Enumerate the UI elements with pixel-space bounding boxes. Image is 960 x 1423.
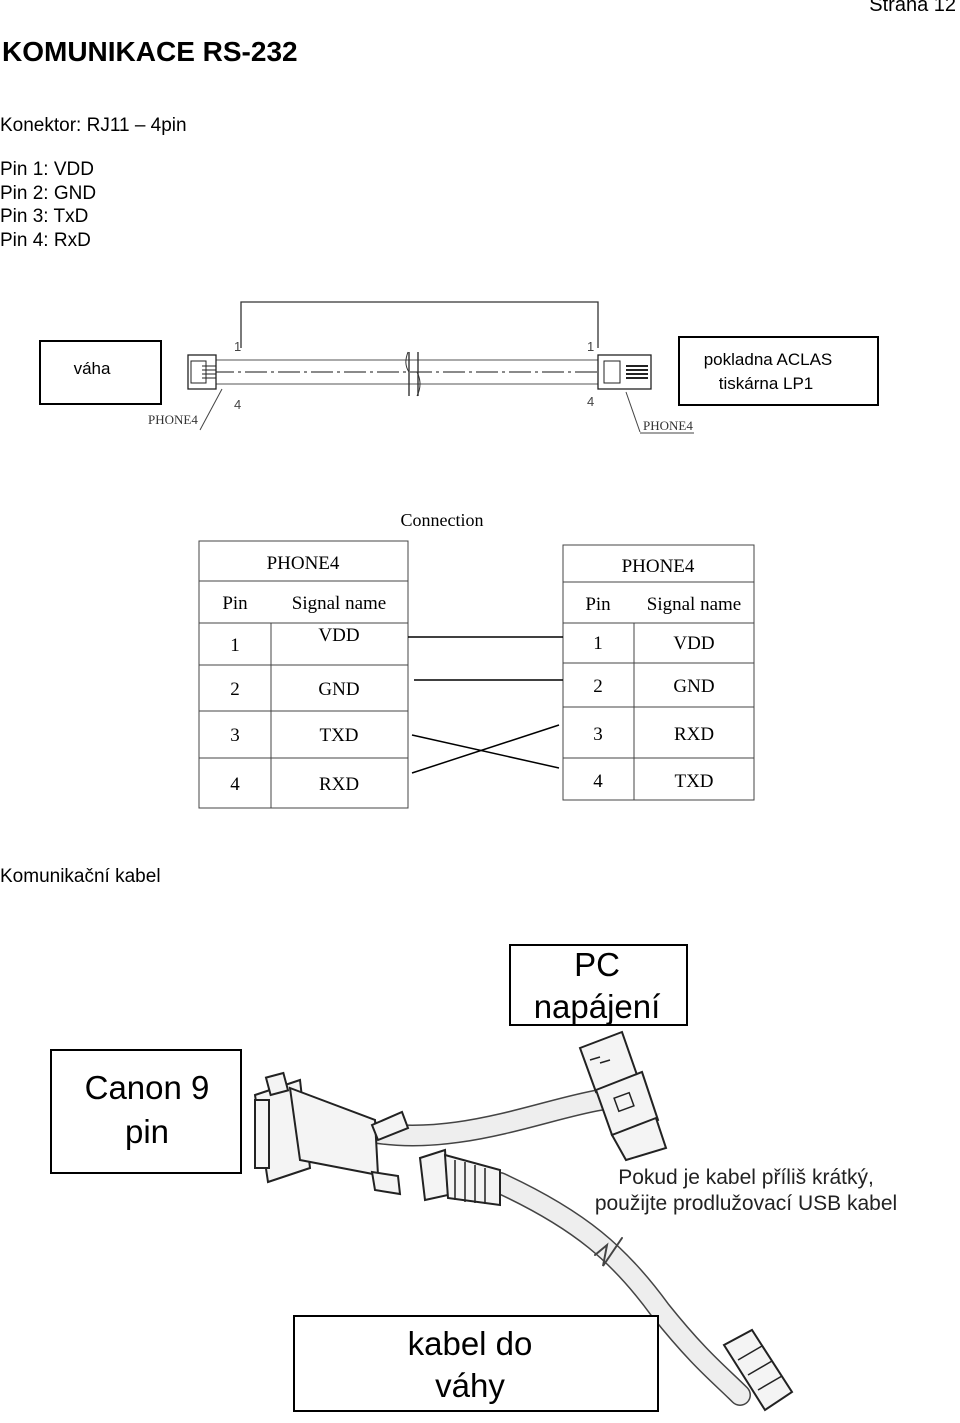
pin-item: Pin 3: TxD [0, 206, 89, 227]
usb-note-line2: použijte prodlužovací USB kabel [595, 1192, 897, 1215]
right-table-grid [562, 544, 755, 801]
right-header-signal: Signal name [647, 594, 741, 615]
left-cell-pin: 3 [230, 725, 240, 746]
page-number: Strana 12 [869, 0, 956, 16]
right-cell-pin: 4 [593, 771, 603, 792]
scale-device-box [39, 340, 162, 405]
rj11-wiring-diagram: váha pokladna ACLAS tiskárna LP1 1 4 1 4… [39, 301, 879, 434]
left-header-pin: Pin [222, 593, 248, 614]
left-header-signal: Signal name [292, 593, 386, 614]
left-pin1-marker: 1 [234, 339, 241, 354]
left-cell-signal: RXD [319, 774, 359, 795]
scale-cable-label-box [293, 1315, 659, 1412]
pc-label-line1: PC [574, 946, 620, 983]
canon-label-line1: Canon 9 [85, 1069, 210, 1106]
right-header-pin: Pin [585, 594, 611, 615]
connector-type: Konektor: RJ11 – 4pin [0, 115, 187, 136]
scale-device-label: váha [74, 359, 111, 378]
canon-label-line2: pin [125, 1113, 169, 1150]
pos-device-box [678, 336, 879, 406]
pos-device-label-line2: tiskárna LP1 [719, 374, 814, 393]
connection-tables: Connection PHONE4 Pin Signal name 1 VDD … [198, 510, 755, 809]
right-pin4-marker: 4 [587, 394, 594, 409]
cable-wires [349, 1089, 751, 1406]
right-cell-signal: TXD [674, 771, 713, 792]
right-cell-pin: 3 [593, 724, 603, 745]
left-cell-pin: 4 [230, 774, 240, 795]
right-cell-signal: GND [673, 676, 714, 697]
left-cell-signal: VDD [318, 625, 359, 646]
left-table-grid [198, 540, 409, 809]
pin-list: Pin 1: VDD Pin 2: GND Pin 3: TxD Pin 4: … [0, 158, 96, 252]
left-cell-signal: GND [318, 679, 359, 700]
pc-label-box [509, 944, 688, 1026]
left-plug-leader [199, 388, 223, 431]
connection-caption: Connection [401, 510, 484, 530]
scale-cable-label-line2: váhy [435, 1367, 505, 1404]
pin-item: Pin 2: GND [0, 182, 97, 204]
right-table-title: PHONE4 [622, 556, 695, 577]
right-cell-pin: 2 [593, 676, 603, 697]
right-rj11-plug [597, 354, 652, 390]
rj11-plug-top [418, 1148, 501, 1207]
rj11-plug-bottom [722, 1328, 794, 1412]
canon-label-box [50, 1049, 242, 1174]
left-table-title: PHONE4 [267, 553, 340, 574]
left-pin4-marker: 4 [234, 397, 241, 412]
usb-note-line1: Pokud je kabel příliš krátký, [618, 1166, 874, 1189]
cable-section-heading: Komunikační kabel [0, 866, 161, 887]
right-cell-signal: VDD [673, 633, 714, 654]
right-plug-label: PHONE4 [643, 418, 693, 433]
db9-connector [253, 1071, 410, 1196]
left-cell-pin: 1 [230, 635, 240, 656]
pc-label-line2: napájení [534, 988, 661, 1025]
table-wires [408, 636, 563, 774]
left-cell-signal: TXD [319, 725, 358, 746]
pos-device-label-line1: pokladna ACLAS [704, 350, 833, 369]
right-pin1-marker: 1 [587, 339, 594, 354]
page-title: KOMUNIKACE RS-232 [2, 36, 298, 67]
left-rj11-plug [187, 354, 217, 390]
right-cell-signal: RXD [674, 724, 714, 745]
pin-item: Pin 4: RxD [0, 229, 91, 251]
left-plug-label: PHONE4 [148, 412, 198, 427]
top-wire [240, 301, 599, 348]
usb-plug [578, 1030, 668, 1162]
pin-item: Pin 1: VDD [0, 159, 94, 180]
left-cell-pin: 2 [230, 679, 240, 700]
right-plug-leader [625, 391, 641, 433]
right-cell-pin: 1 [593, 633, 603, 654]
scale-cable-label-line1: kabel do [408, 1325, 533, 1362]
cable-break-curve [405, 351, 421, 397]
